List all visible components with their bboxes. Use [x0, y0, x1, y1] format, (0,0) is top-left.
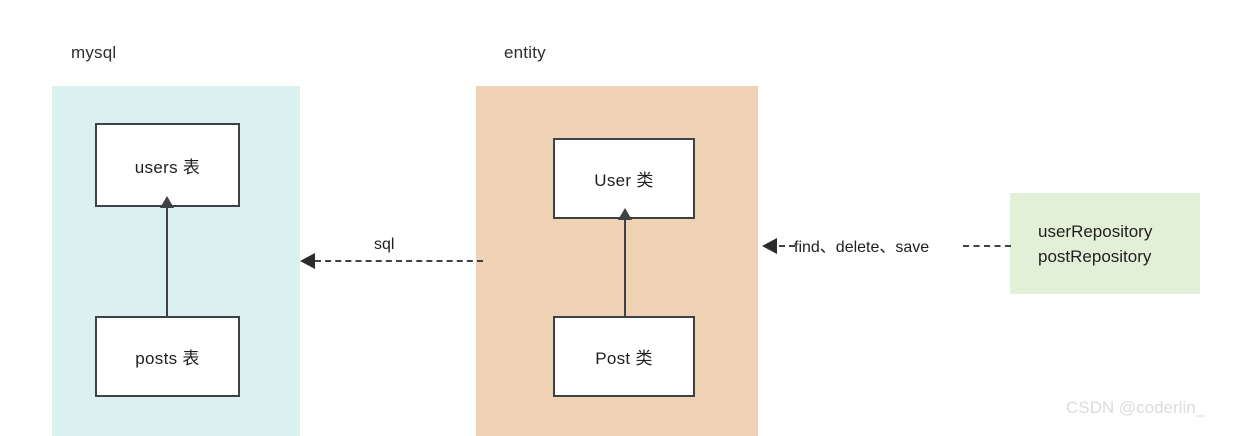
node-users-table[interactable]: users 表: [95, 123, 240, 207]
edge-operations-line-right: [963, 245, 1011, 247]
node-user-class[interactable]: User 类: [553, 138, 695, 219]
edge-post-to-user-arrow: [618, 208, 632, 316]
node-repository[interactable]: userRepository postRepository: [1010, 193, 1200, 294]
edge-operations-line-left: [779, 245, 795, 247]
group-label-entity: entity: [504, 43, 546, 62]
watermark: CSDN @coderlin_: [1066, 398, 1206, 417]
edge-posts-to-users-arrow: [160, 196, 174, 316]
group-label-mysql: mysql: [71, 43, 117, 62]
edge-operations-label: find、delete、save: [794, 239, 930, 256]
edge-sql-arrowhead-icon: [300, 253, 315, 269]
node-post-class[interactable]: Post 类: [553, 316, 695, 397]
node-posts-table[interactable]: posts 表: [95, 316, 240, 397]
repository-line-post: postRepository: [1038, 246, 1152, 266]
edge-sql-label: sql: [370, 236, 399, 254]
edge-sql-line: [315, 260, 483, 262]
edge-operations-arrowhead-icon: [762, 238, 777, 254]
repository-line-user: userRepository: [1038, 221, 1153, 241]
